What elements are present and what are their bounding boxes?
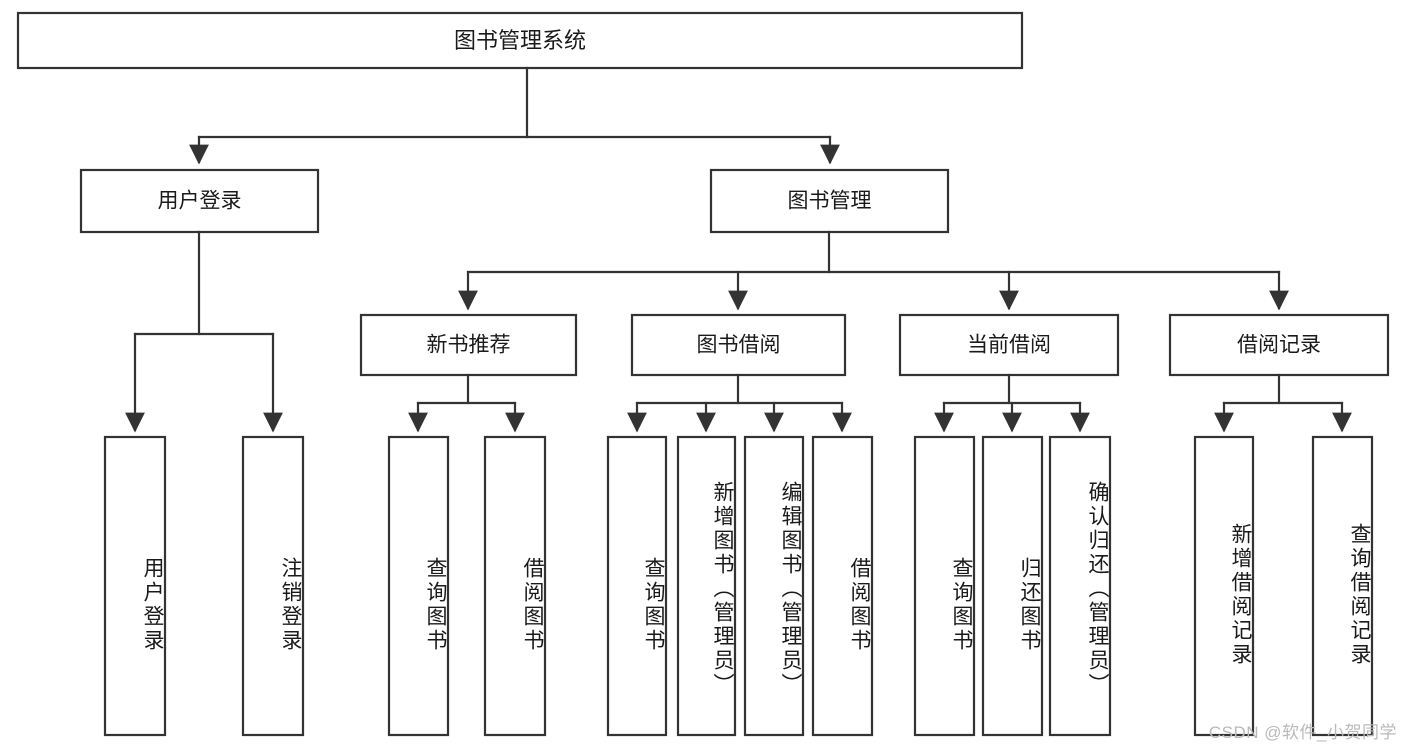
connector-new-book-to-leaves	[408, 373, 525, 433]
borrow-record-box-shape	[1168, 313, 1390, 377]
leaf-box-current-borrow-3[interactable]	[1048, 435, 1112, 737]
connector-root-to-level2	[189, 66, 840, 165]
leaf-box-user-login-1[interactable]	[103, 435, 167, 737]
root-label: 图书管理系统	[454, 28, 586, 53]
user-login-label: 用户登录	[158, 190, 242, 213]
connector-book-borrow-to-leaves	[627, 373, 852, 433]
book-borrow-label: 图书借阅	[697, 334, 781, 357]
node-root[interactable]: 图书管理系统	[16, 11, 1024, 70]
leaf-box-book-borrow-1[interactable]	[606, 435, 668, 737]
leaf-box-borrow-record-2[interactable]	[1311, 435, 1374, 737]
leaf-box-book-borrow-3[interactable]	[743, 435, 805, 737]
new-book-label: 新书推荐	[427, 334, 511, 357]
node-user-login[interactable]: 用户登录	[79, 168, 320, 234]
leaf-box-current-borrow-2[interactable]	[981, 435, 1044, 737]
node-book-borrow[interactable]: 图书借阅	[630, 313, 847, 377]
leaf-box-new-book-2[interactable]	[483, 435, 547, 737]
node-current-borrow[interactable]: 当前借阅	[898, 313, 1120, 377]
leaf-box-user-login-2[interactable]	[241, 435, 305, 737]
leaf-box-current-borrow-1[interactable]	[913, 435, 976, 737]
book-manage-box-shape	[709, 168, 950, 234]
leaf-box-book-borrow-4[interactable]	[811, 435, 874, 737]
csdn-watermark: CSDN @软件_小贺同学	[1208, 723, 1397, 742]
leaf-box-borrow-record-1[interactable]	[1193, 435, 1255, 737]
node-borrow-record[interactable]: 借阅记录	[1168, 313, 1390, 377]
book-manage-label: 图书管理	[788, 190, 872, 213]
connector-user-login-to-leaves	[125, 230, 283, 433]
connector-book-manage-to-level3	[458, 230, 1289, 311]
new-book-box-shape	[359, 313, 578, 377]
borrow-record-label: 借阅记录	[1237, 334, 1321, 357]
node-book-manage[interactable]: 图书管理	[709, 168, 950, 234]
leaf-box-book-borrow-2[interactable]	[676, 435, 737, 737]
node-new-book-recommend[interactable]: 新书推荐	[359, 313, 578, 377]
current-borrow-label: 当前借阅	[967, 334, 1051, 357]
book-borrow-box-shape	[630, 313, 847, 377]
current-borrow-box-shape	[898, 313, 1120, 377]
connector-borrow-record-to-leaves	[1214, 373, 1352, 433]
root-box-shape	[16, 11, 1024, 70]
leaf-box-new-book-1[interactable]	[387, 435, 450, 737]
connector-current-borrow-to-leaves	[934, 373, 1090, 433]
